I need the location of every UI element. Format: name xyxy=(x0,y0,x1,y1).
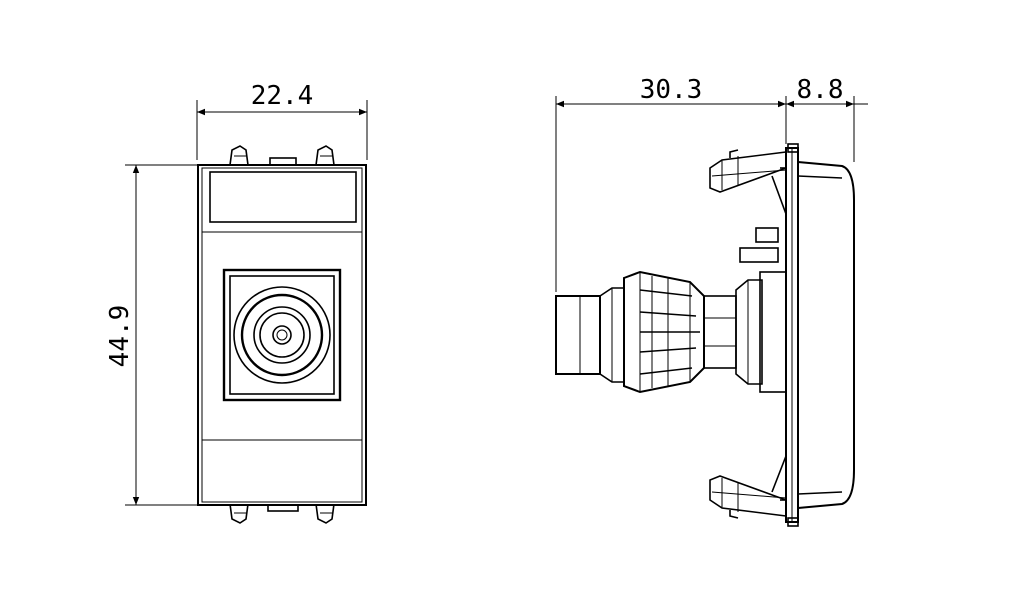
side-bottom-clip xyxy=(709,455,787,519)
width-dimension-label: 22.4 xyxy=(251,81,314,111)
connector-housing xyxy=(699,271,787,393)
height-dimension-label: 44.9 xyxy=(105,305,135,368)
side-view: 30.3 8.8 xyxy=(555,75,868,527)
front-view: 22.4 44.9 xyxy=(105,81,368,524)
f-connector xyxy=(555,287,625,383)
label-window xyxy=(209,171,357,223)
front-depth-label: 8.8 xyxy=(797,75,844,105)
front-cover xyxy=(797,160,855,510)
rear-depth-label: 30.3 xyxy=(640,75,703,105)
width-dimension: 22.4 xyxy=(196,81,368,160)
rear-depth-dimension: 30.3 xyxy=(555,75,787,292)
front-depth-dimension: 8.8 xyxy=(786,75,868,162)
height-dimension: 44.9 xyxy=(105,164,198,506)
top-clips xyxy=(229,145,335,166)
socket-frame xyxy=(222,268,342,402)
coax-socket-icon xyxy=(233,286,331,384)
knurled-nut xyxy=(623,270,705,394)
bottom-clips xyxy=(229,503,335,524)
side-top-clip xyxy=(709,149,787,215)
